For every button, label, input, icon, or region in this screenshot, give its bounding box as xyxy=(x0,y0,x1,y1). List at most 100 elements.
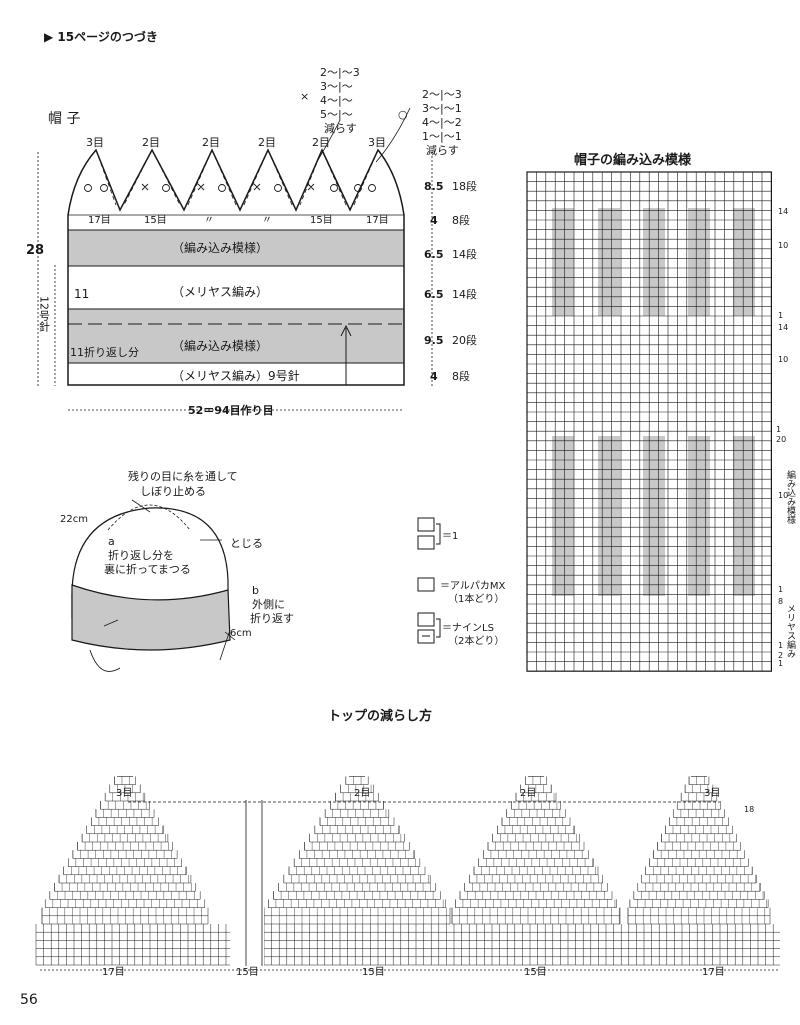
finishing-labels: 残りの目に糸を通して しぼり止める 22cm とじる a 折り返し分を 裏に折っ… xyxy=(60,469,294,639)
continued-header: ▶ 15ページのつづき xyxy=(44,28,158,45)
bottom-count-label: 17目 xyxy=(88,215,111,226)
legend-item-2: ＝アルパカMX xyxy=(440,580,506,592)
dim-rows: 8段 xyxy=(452,213,470,227)
arrow-icon: ▶ xyxy=(44,30,54,44)
height-total: 28 xyxy=(26,243,44,258)
decrease-o-line: 1～|～1 xyxy=(422,130,462,143)
colorwork-chart-grid xyxy=(526,171,772,672)
top-stitch-label: 2目 xyxy=(142,136,160,149)
needle-size: 12号針 xyxy=(38,296,51,333)
close-note: とじる xyxy=(230,537,263,550)
bottom-stitch-label: 15目 xyxy=(362,967,385,978)
top-labels: 3目 2目 2目 3目 18 17目 15目 15目 15目 17目 xyxy=(102,788,754,978)
top-stitch-label: 2目 xyxy=(202,136,220,149)
top-stitch-label: 2目 xyxy=(258,136,276,149)
decrease-markers xyxy=(84,183,376,192)
pattern-row-label: 1 xyxy=(776,425,781,434)
top-decrease-chart xyxy=(35,776,780,966)
pattern-row-label: 1 xyxy=(778,659,783,668)
pattern-row-label: 10 xyxy=(778,241,788,250)
decrease-x-label: 減らす xyxy=(324,121,357,135)
hat-brim xyxy=(71,584,231,651)
decrease-x-marker: × xyxy=(300,90,309,103)
dim-cm: 9.5 xyxy=(424,334,444,347)
band-label: （編み込み模様） xyxy=(172,338,268,353)
a-text-2: 裏に折ってまつる xyxy=(104,562,191,576)
top-stitch-label: 3目 xyxy=(368,136,386,149)
bottom-stitch-label: 15目 xyxy=(236,967,259,978)
decrease-x-line: 3～|～ xyxy=(320,80,353,93)
hat-title: 帽 子 xyxy=(48,111,81,127)
bottom-stitch-label: 17目 xyxy=(702,967,725,978)
pattern-row-label: 8 xyxy=(778,597,783,606)
b-mark: b xyxy=(252,584,259,597)
gather-note: 残りの目に糸を通して xyxy=(128,469,238,483)
decrease-x-line: 4～|～ xyxy=(320,94,353,107)
legend-symbol-box xyxy=(417,517,435,532)
symbol-legend xyxy=(417,517,441,644)
band-label: （編み込み模様） xyxy=(172,240,268,255)
pattern-row-label: 20 xyxy=(776,435,786,444)
hat-outline xyxy=(67,148,405,386)
brim-6cm: 6cm xyxy=(230,628,252,639)
legend-symbol-box xyxy=(417,535,435,550)
a-mark: a xyxy=(108,535,115,548)
legend-item-1: ＝1 xyxy=(442,531,458,542)
bottom-stitch-label: 17目 xyxy=(102,967,125,978)
bottom-count-label: 15目 xyxy=(310,215,333,226)
decrease-o-line: 2～|～3 xyxy=(422,88,462,101)
dim-cm: 6.5 xyxy=(424,248,444,261)
band-label: （メリヤス編み） xyxy=(172,284,268,299)
peak-stitch-label: 2目 xyxy=(354,788,370,799)
a-text-1: 折り返し分を xyxy=(108,548,174,562)
pattern-row-labels: 14 10 1 14 10 1 20 10 1 8 1 2 1 編み込み模様 メ… xyxy=(776,207,796,668)
pattern-row-label: 14 xyxy=(778,323,788,332)
dim-cm: 4 xyxy=(430,370,438,383)
top-stitch-label: 3目 xyxy=(86,136,104,149)
top-decrease-title: トップの減らし方 xyxy=(328,708,432,724)
legend-symbol-box xyxy=(417,577,435,592)
legend-labels: ＝1 ＝アルパカMX （1本どり） ＝ナインLS （2本どり） xyxy=(440,531,506,647)
decrease-o-line: 3～|～1 xyxy=(422,102,462,115)
dim-rows: 14段 xyxy=(452,287,477,301)
row-18-label: 18 xyxy=(744,805,754,814)
dim-rows: 8段 xyxy=(452,369,470,383)
dim-rows: 18段 xyxy=(452,179,477,193)
peak-stitch-label: 2目 xyxy=(520,788,536,799)
pattern-title: 帽子の編み込み模様 xyxy=(574,152,692,168)
decrease-x-line: 5～|～ xyxy=(320,108,353,121)
cast-on-width: 52＝94目作り目 xyxy=(188,403,274,417)
colorwork-band-lower xyxy=(68,309,404,363)
pattern-row-label: 14 xyxy=(778,207,788,216)
pattern-shaded-block xyxy=(552,208,574,316)
pattern-shaded-block xyxy=(688,208,710,316)
bottom-stitch-label: 15目 xyxy=(524,967,547,978)
pattern-side-label: メリヤス編み xyxy=(785,604,796,658)
peak-stitch-label: 3目 xyxy=(704,788,720,799)
finished-hat-sketch xyxy=(71,499,236,672)
b-text-2: 折り返す xyxy=(250,611,294,625)
bottom-count-label: 〃 xyxy=(204,215,214,226)
fold-allowance: 11折り返し分 xyxy=(70,345,139,359)
pattern-side-label: 編み込み模様 xyxy=(785,469,796,524)
dim-rows: 20段 xyxy=(452,333,477,347)
pattern-shaded-block xyxy=(643,208,665,316)
decrease-o-line: 4～|～2 xyxy=(422,116,462,129)
dim-cm: 6.5 xyxy=(424,288,444,301)
continued-label: 15ページのつづき xyxy=(57,30,158,44)
colorwork-band-upper xyxy=(68,230,404,266)
pattern-row-label: 2 xyxy=(778,651,783,660)
gather-note-2: しぼり止める xyxy=(140,485,206,498)
pattern-row-label: 1 xyxy=(778,641,783,650)
legend-symbol-box xyxy=(417,612,435,627)
bottom-count-label: 〃 xyxy=(262,215,272,226)
legend-item-3b: （2本どり） xyxy=(448,634,504,647)
pattern-row-label: 10 xyxy=(778,491,788,500)
peak-dashed-lines xyxy=(95,149,379,206)
dim-cm: 8.5 xyxy=(424,180,444,193)
decrease-x-line: 2～|～3 xyxy=(320,66,360,79)
legend-item-3: ＝ナインLS xyxy=(442,622,494,634)
peak-stitch-label: 3目 xyxy=(116,788,132,799)
bottom-count-label: 15目 xyxy=(144,215,167,226)
